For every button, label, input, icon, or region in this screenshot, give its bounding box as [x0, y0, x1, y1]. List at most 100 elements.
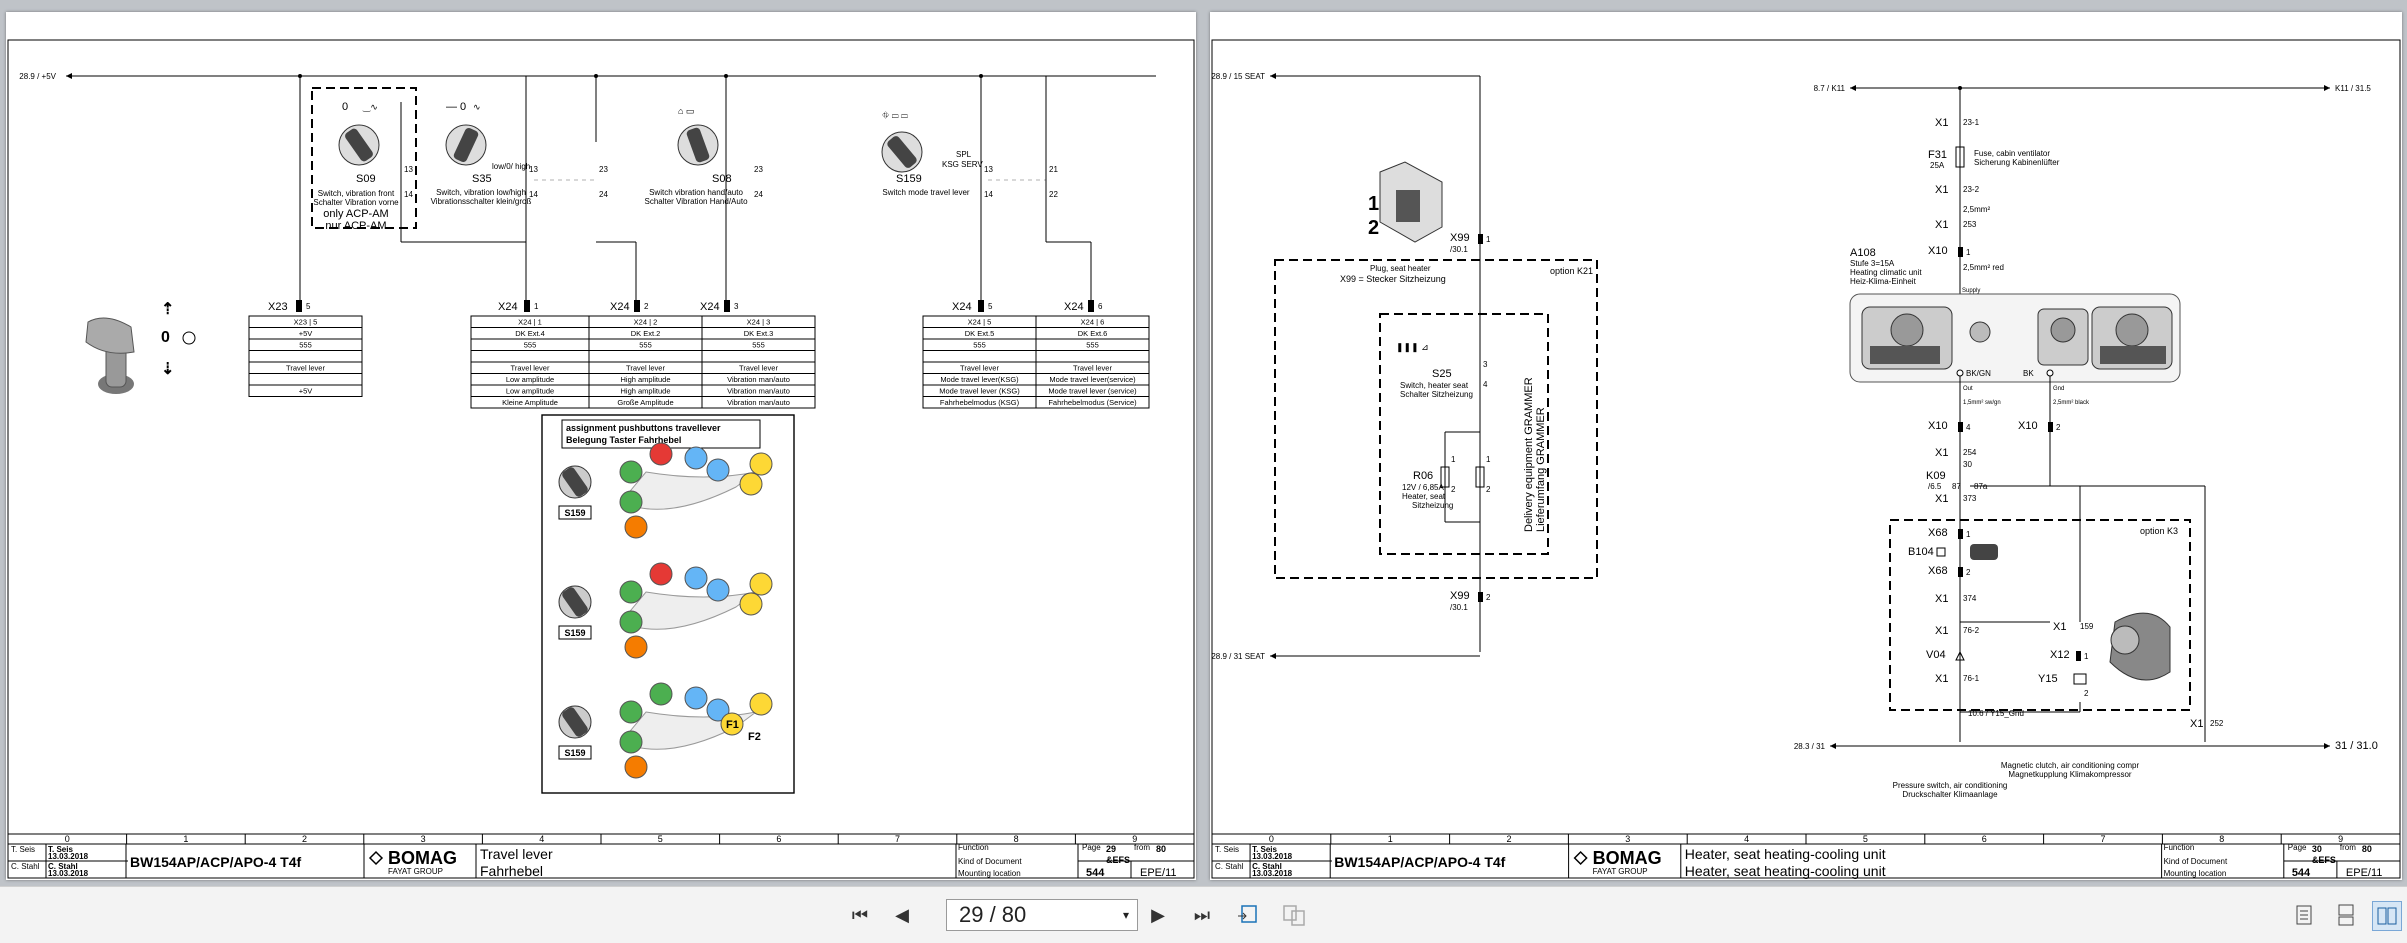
next-page-button[interactable]: ▶	[1144, 901, 1172, 929]
title-block-text: Heater, seat heating-cooling unit	[1685, 846, 1886, 862]
svg-text:28.9 / 15 SEAT: 28.9 / 15 SEAT	[1211, 72, 1265, 81]
svg-text:3: 3	[734, 302, 739, 311]
fit-width-button[interactable]	[1280, 901, 1308, 929]
svg-text:S159: S159	[896, 173, 922, 185]
svg-text:X1: X1	[1935, 219, 1948, 231]
table-cell: Vibration man/auto	[727, 375, 790, 384]
single-page-icon	[2296, 905, 2312, 925]
svg-text:4: 4	[1966, 423, 1971, 432]
svg-text:Stufe 3=15A: Stufe 3=15A	[1850, 259, 1895, 268]
svg-text:X1: X1	[1935, 447, 1948, 459]
svg-text:Heiz-Klima-Einheit: Heiz-Klima-Einheit	[1850, 277, 1917, 286]
table-cell: Große Amplitude	[617, 398, 673, 407]
option-k3-box	[1889, 519, 2191, 711]
svg-text:6: 6	[1098, 302, 1103, 311]
title-block-text: Function	[2164, 843, 2195, 852]
svg-text:Heater, seat: Heater, seat	[1402, 492, 1446, 501]
table-cell: +5V	[299, 329, 313, 338]
pushbutton-icon	[739, 472, 763, 496]
title-block-text: Page	[1082, 843, 1101, 852]
svg-text:X10: X10	[2018, 420, 2038, 432]
first-page-button[interactable]: ⏮	[846, 901, 874, 929]
previous-page-button[interactable]: ◀	[888, 901, 916, 929]
pushbutton-icon	[619, 580, 643, 604]
continuous-view-button[interactable]	[2332, 901, 2360, 929]
table-cell: Mode travel lever(service)	[1049, 375, 1136, 384]
svg-text:0: 0	[342, 101, 348, 113]
bomag-logo-icon	[1573, 850, 1588, 866]
pushbutton-icon	[649, 562, 673, 586]
title-block-text: 13.03.2018	[48, 852, 89, 861]
svg-text:Heating climatic unit: Heating climatic unit	[1850, 268, 1922, 277]
schematic-travel-lever: 28.9 / +5V 0 ‿∿ S09 Switch, vibration fr…	[7, 39, 1195, 879]
title-block-text: C. Stahl	[11, 862, 40, 871]
svg-text:23: 23	[599, 165, 608, 174]
pushbutton-icon	[619, 460, 643, 484]
title-block-text: BW154AP/ACP/APO-4 T4f	[130, 854, 301, 870]
svg-text:X99: X99	[1450, 590, 1470, 602]
arrow-down-icon: ⇣	[161, 361, 174, 378]
seat-heater-icon: ❚❚❚ ⊿	[1396, 342, 1429, 353]
svg-text:X1: X1	[1935, 117, 1948, 129]
svg-text:X1: X1	[2053, 621, 2066, 633]
switch-s35: — 0 ∿ low/0/ high S35 Switch, vibration …	[431, 101, 608, 242]
pushbutton-icon	[684, 566, 708, 590]
fit-page-button[interactable]	[1234, 901, 1262, 929]
pressure-switch-image	[1970, 544, 1998, 560]
table-cell: Mode travel lever(KSG)	[940, 375, 1019, 384]
svg-text:Switch, vibration low/high: Switch, vibration low/high	[436, 188, 526, 197]
svg-text:76-2: 76-2	[1963, 626, 1980, 635]
switch-label: S159	[564, 628, 585, 638]
table-cell: DK Ext.5	[965, 329, 995, 338]
table-cell: Vibration man/auto	[727, 398, 790, 407]
title-block-text: 29	[1106, 844, 1116, 854]
title-block-text: T. Seis	[1215, 845, 1239, 854]
switch-s09: 0 ‿∿ S09 Switch, vibration front Schalte…	[313, 101, 413, 242]
lever-position-label: 0	[161, 329, 170, 346]
svg-text:25A: 25A	[1930, 161, 1945, 170]
svg-text:X24: X24	[498, 301, 518, 313]
seat-heater-circuit: 28.9 / 15 SEAT 28.9 / 31 SEAT X99 /30.1 …	[1211, 72, 1598, 661]
title-block-text: 544	[2292, 867, 2311, 879]
table-cell: Mode travel lever (KSG)	[939, 387, 1020, 396]
svg-text:13: 13	[404, 165, 413, 174]
svg-text:/30.1: /30.1	[1450, 603, 1468, 612]
table-cell: X24 | 3	[747, 318, 771, 327]
table-cell: 555	[752, 341, 765, 350]
switch-label: S159	[564, 748, 585, 758]
svg-text:374: 374	[1963, 594, 1977, 603]
two-page-view-button[interactable]	[2372, 901, 2402, 931]
column-number: 7	[2100, 834, 2105, 844]
table-cell: 555	[299, 341, 312, 350]
svg-text:only ACP-AM: only ACP-AM	[323, 208, 388, 220]
title-block-text: Mounting location	[958, 869, 1021, 878]
svg-text:5: 5	[306, 302, 311, 311]
title-block-text: Heater, seat heating-cooling unit	[1685, 863, 1886, 879]
pushbutton-icon	[706, 578, 730, 602]
svg-text:X1: X1	[1935, 593, 1948, 605]
svg-text:28.3 / 31: 28.3 / 31	[1794, 742, 1826, 751]
title-block-text: 13.03.2018	[48, 869, 89, 878]
skip-last-icon: ⏭	[1193, 904, 1211, 925]
joystick-image: 0 ⇡ ⇣	[85, 301, 196, 394]
svg-text:BK/GN: BK/GN	[1966, 369, 1991, 378]
svg-text:159: 159	[2080, 622, 2094, 631]
svg-text:1: 1	[1486, 235, 1491, 244]
title-block-text: C. Stahl	[1252, 862, 1282, 871]
title-block-text: Kind of Document	[2164, 857, 2228, 866]
title-block-text: Travel lever	[480, 846, 553, 862]
last-page-button[interactable]: ⏭	[1188, 901, 1216, 929]
svg-text:X1: X1	[1935, 673, 1948, 685]
assignment-panel	[541, 414, 795, 794]
single-page-view-button[interactable]	[2290, 901, 2318, 929]
page-selector[interactable]: 29 / 80 ▾	[946, 899, 1138, 931]
column-number: 0	[65, 834, 70, 844]
svg-text:8.7 / K11: 8.7 / K11	[1814, 84, 1846, 93]
arrow-up-icon: ⇡	[161, 301, 174, 318]
svg-text:Lieferumfang GRAMMER: Lieferumfang GRAMMER	[1535, 407, 1547, 532]
option-k21-box	[1274, 259, 1598, 579]
svg-text:BK: BK	[2023, 369, 2034, 378]
pushbutton-icon	[749, 452, 773, 476]
